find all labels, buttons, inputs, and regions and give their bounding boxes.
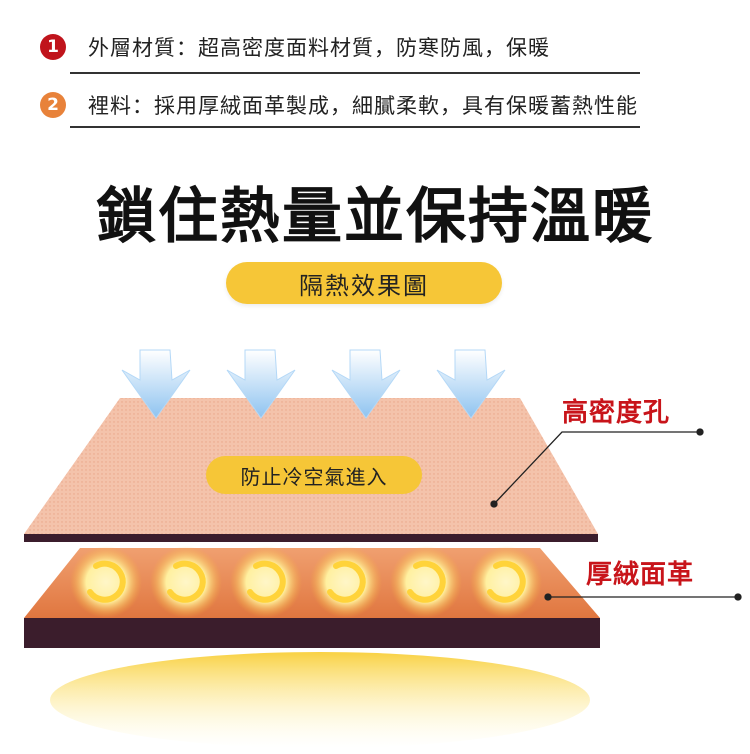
cold-air-arrows [121, 349, 506, 419]
feature-1: 1 外層材質：超高密度面料材質，防寒防風，保暖 [40, 32, 550, 62]
callout-high-density-pores: 高密度孔 [562, 398, 671, 428]
block-cold-air-label: 防止冷空氣進入 [206, 456, 422, 494]
feature-2-text: 裡料：採用厚絨面革製成，細膩柔軟，具有保暖蓄熱性能 [88, 94, 638, 118]
callout-leaders [490, 428, 742, 601]
callout-thick-suede: 厚絨面革 [586, 560, 695, 590]
divider-2 [70, 126, 640, 128]
divider-1 [70, 72, 640, 74]
number-badge-1: 1 [40, 34, 66, 60]
feature-1-text: 外層材質：超高密度面料材質，防寒防風，保暖 [88, 36, 550, 60]
warm-glow [50, 652, 590, 748]
diagram-title-pill: 隔熱效果圖 [226, 262, 502, 304]
lining-edge [24, 618, 600, 648]
feature-2: 2 裡料：採用厚絨面革製成，細膩柔軟，具有保暖蓄熱性能 [40, 90, 638, 120]
number-badge-2: 2 [40, 92, 66, 118]
heat-swirls [70, 546, 542, 618]
headline: 鎖住熱量並保持溫暖 [96, 182, 654, 252]
outer-fabric-edge [24, 534, 598, 542]
